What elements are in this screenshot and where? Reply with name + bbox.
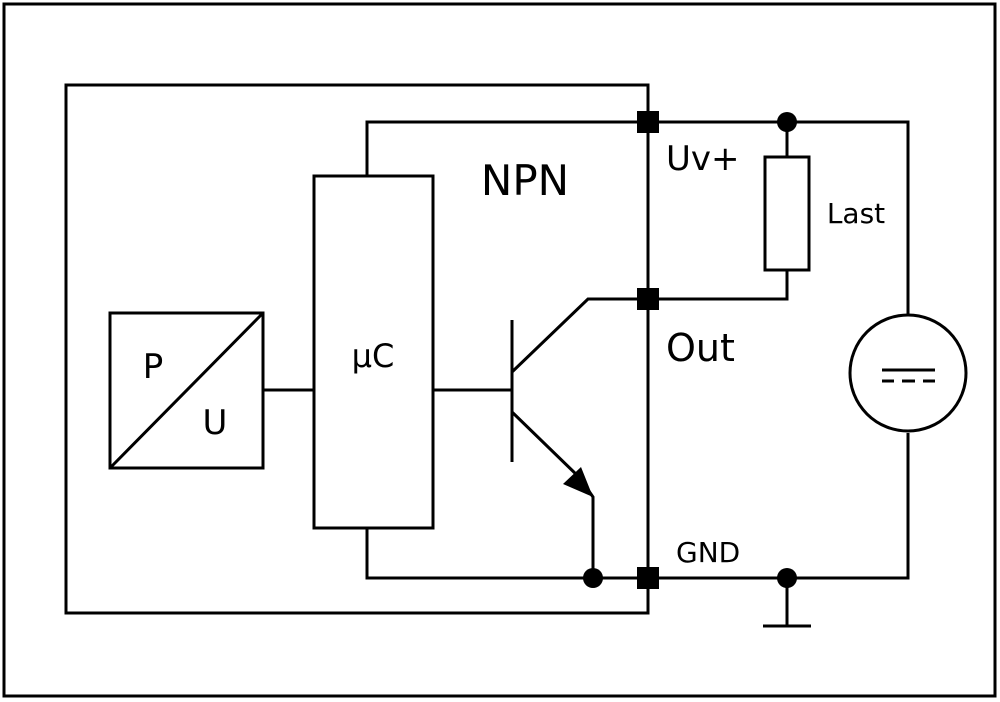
- microcontroller-block: [312, 174, 435, 530]
- dc-source-icon: [882, 368, 935, 383]
- emitter-to-ground-wire: [578, 477, 595, 578]
- transistor-collector-wire: [510, 297, 648, 374]
- ground-terminal: [637, 567, 659, 589]
- emitter-junction-dot: [583, 568, 603, 588]
- transducer-label-u: U: [203, 403, 228, 443]
- transducer-diagonal: [108, 311, 265, 470]
- emitter-arrow-icon: [563, 467, 593, 497]
- ground-rail-wire: [365, 433, 910, 580]
- transistor-emitter-wire: [510, 410, 582, 480]
- transducer-label-p: P: [143, 347, 164, 387]
- supply-terminal: [637, 111, 659, 133]
- output-terminal: [637, 288, 659, 310]
- ground-junction-dot: [777, 568, 797, 588]
- load-resistor: [763, 155, 811, 272]
- load-to-out-wire: [648, 270, 789, 301]
- load-label: Last: [827, 197, 885, 230]
- dc-source-circle: [848, 313, 968, 433]
- supply-junction-dot: [777, 112, 797, 132]
- supply-terminal-label: Uv+: [666, 139, 740, 179]
- diagram-title: NPN: [481, 156, 569, 205]
- output-terminal-label: Out: [666, 326, 735, 370]
- ground-terminal-label: GND: [676, 536, 740, 569]
- microcontroller-label: µC: [352, 337, 395, 375]
